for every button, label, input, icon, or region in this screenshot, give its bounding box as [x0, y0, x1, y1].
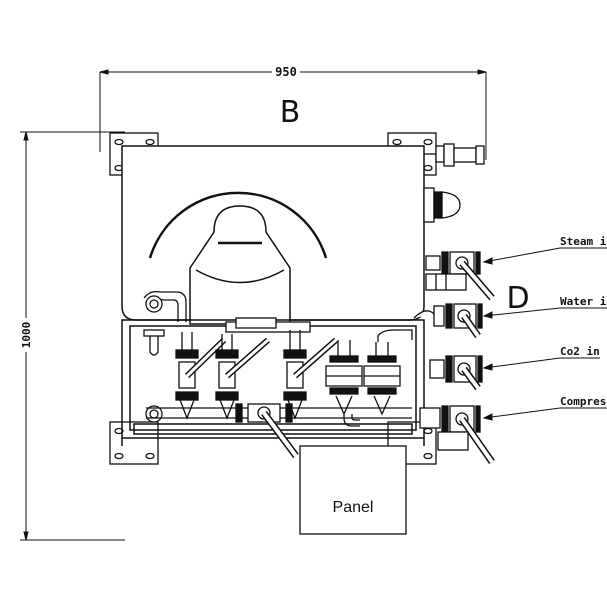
- inlet-valve-compress: [419, 405, 495, 465]
- valve-stack-2: [215, 334, 270, 420]
- tank-dome: [148, 191, 328, 259]
- height-dimension-label: 1000: [20, 322, 33, 349]
- filter-housing-1: [325, 340, 363, 416]
- bottom-valve: [235, 403, 299, 459]
- label-co2-in: Co2 in: [560, 345, 600, 358]
- filter-housing-2: [363, 329, 413, 416]
- inlet-valve-water: [413, 303, 483, 339]
- panel-label: Panel: [333, 499, 374, 516]
- label-compress: Compress: [560, 395, 607, 408]
- height-dimension: [20, 131, 125, 541]
- view-letter-d: D: [506, 281, 529, 316]
- control-panel-box: [299, 445, 407, 535]
- width-dimension-label: 950: [275, 65, 297, 79]
- inlet-valve-steam: [425, 251, 495, 301]
- label-steam-in: Steam in: [560, 235, 607, 248]
- label-water-in: Water in: [560, 295, 607, 308]
- view-letter-b: B: [280, 95, 301, 130]
- top-right-coupling: [424, 143, 485, 167]
- pressure-gauge: [423, 187, 461, 223]
- valve-stack-1: [175, 332, 227, 420]
- valve-stack-3: [283, 330, 338, 420]
- inlet-valve-co2: [429, 355, 483, 391]
- label-leaders: [482, 247, 607, 421]
- tank-hood: [189, 205, 291, 325]
